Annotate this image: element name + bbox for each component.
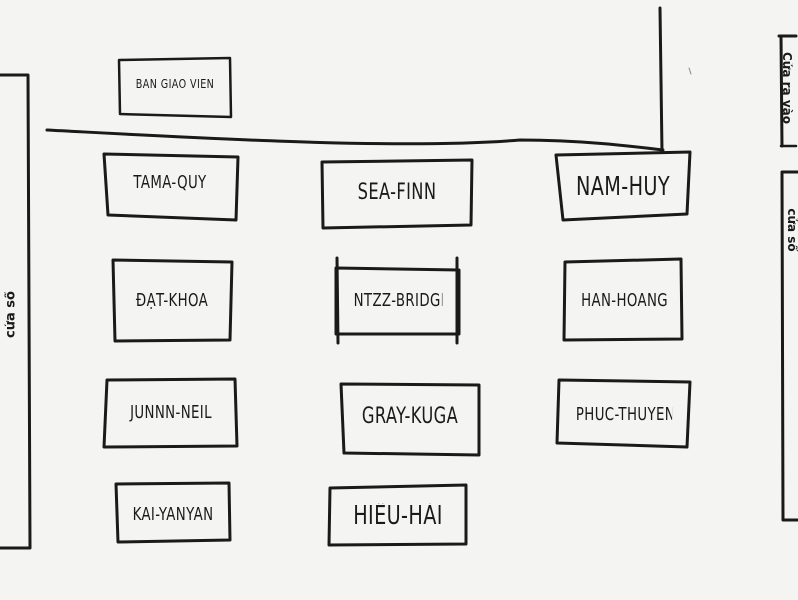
left-window-label: cửa sổ [4,291,18,338]
desk-5-left-extension [335,256,340,345]
desk-box-3 [554,150,692,222]
desk-label-9: PHÚC-THUYÊN [575,406,673,424]
right-window-label: cửa sổ [786,208,798,252]
desk-box-8 [339,382,481,457]
stray-mark [688,67,692,75]
desk-box-6 [562,257,684,342]
desk-box-1 [102,152,240,222]
right-door-edge [779,34,784,148]
desk-label-5: NTZZ-BRIDGET [353,292,443,310]
desk-box-9 [555,378,692,449]
left-window-wall [0,73,32,550]
right-door-label: Cửa ra vào [781,52,793,124]
desk-box-2 [320,158,474,230]
right-window-wall [780,170,798,522]
desk-label-1: TAMA-QUÝ [133,174,207,192]
front-vertical-line [658,6,664,154]
desk-label-10: KAI-YANYAN [132,506,214,524]
desk-label-11: HIẾU-HẢI [353,503,443,529]
desk-label-4: ĐẠT-KHOA [135,292,209,310]
desk-box-11 [327,483,468,547]
desk-label-2: SEA-FINN [357,182,437,204]
front-divider-line [45,128,665,152]
desk-label-6: HÂN-HOÀNG [581,292,667,310]
desk-box-10 [114,481,232,544]
desk-label-7: JUNNN-NEIL [130,404,212,422]
desk-label-3: NAM-HUY [575,174,670,200]
teacher-desk-label: BÀN GIÁO VIÊN [135,78,215,90]
desk-box-5 [334,266,461,336]
desk-box-7 [102,377,239,449]
desk-box-4 [111,258,234,343]
desk-label-8: GRAY-KUGA [361,406,459,428]
teacher-desk-box [117,56,233,119]
